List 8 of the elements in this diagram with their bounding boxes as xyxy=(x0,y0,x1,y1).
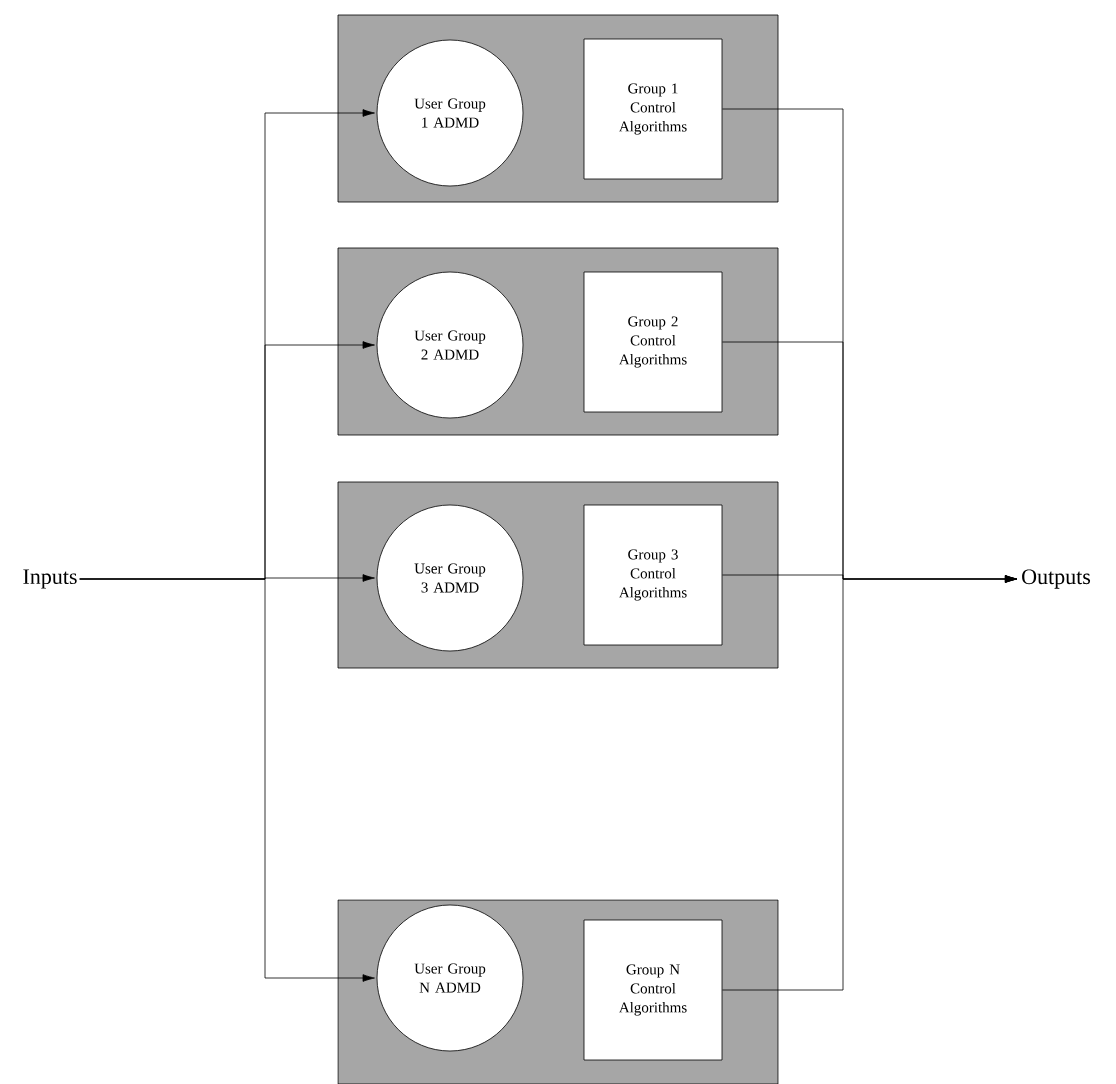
algorithm-box: Group 3 Control Algorithms xyxy=(583,504,723,646)
algorithm-box: Group 2 Control Algorithms xyxy=(583,271,723,413)
text-label: Inputs xyxy=(23,569,77,589)
arrow xyxy=(79,578,375,982)
algorithm-box: Group N Control Algorithms xyxy=(583,919,723,1061)
algorithm-box: Group 1 Control Algorithms xyxy=(583,38,723,180)
text-label: Outputs xyxy=(1022,569,1091,589)
arrow xyxy=(722,575,1018,991)
